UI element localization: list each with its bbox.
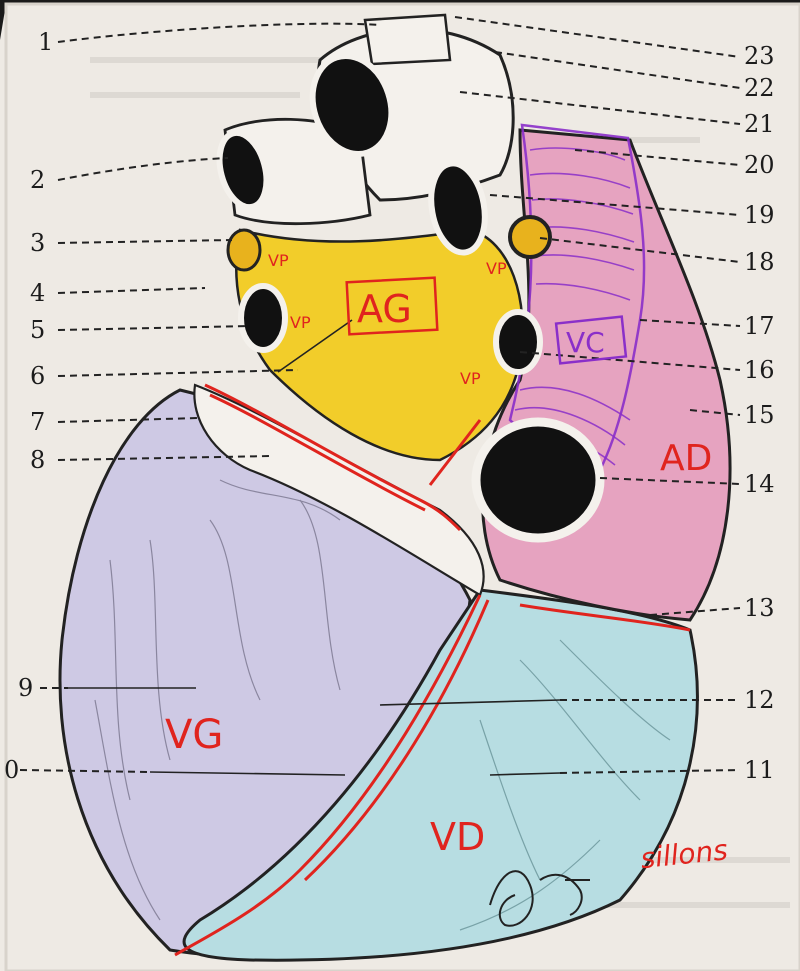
annotation-pulmonary-vein-2: VP bbox=[290, 313, 311, 332]
pulmonary-vein-lower-right bbox=[496, 312, 540, 372]
label-21: 21 bbox=[744, 110, 775, 138]
pulmonary-vein-upper-right bbox=[510, 217, 550, 257]
label-6: 6 bbox=[30, 362, 45, 390]
label-13: 13 bbox=[744, 594, 775, 622]
annotation-pulmonary-vein-1: VP bbox=[268, 251, 289, 270]
annotation-left-ventricle: VG bbox=[165, 712, 223, 758]
label-17: 17 bbox=[744, 312, 775, 340]
label-11: 11 bbox=[744, 756, 775, 784]
annotation-left-atrium: AG bbox=[357, 287, 412, 331]
annotation-pulmonary-vein-4: VP bbox=[460, 369, 481, 388]
label-20: 20 bbox=[744, 151, 775, 179]
label-19: 19 bbox=[744, 201, 775, 229]
label-0: 0 bbox=[4, 756, 19, 784]
inferior-vena-cava-opening bbox=[476, 422, 600, 538]
annotation-pulmonary-vein-3: VP bbox=[486, 259, 507, 278]
annotation-right-atrium: AD bbox=[660, 438, 712, 479]
label-22: 22 bbox=[744, 74, 775, 102]
label-15: 15 bbox=[744, 401, 775, 429]
label-9: 9 bbox=[18, 674, 33, 702]
annotation-vena-cava: VC bbox=[566, 326, 605, 359]
label-18: 18 bbox=[744, 248, 775, 276]
label-7: 7 bbox=[30, 408, 45, 436]
label-16: 16 bbox=[744, 356, 775, 384]
label-1: 1 bbox=[38, 28, 53, 56]
label-2: 2 bbox=[30, 166, 45, 194]
label-8: 8 bbox=[30, 446, 45, 474]
label-4: 4 bbox=[30, 279, 45, 307]
label-14: 14 bbox=[744, 470, 775, 498]
label-23: 23 bbox=[744, 42, 775, 70]
label-5: 5 bbox=[30, 316, 45, 344]
label-12: 12 bbox=[744, 686, 775, 714]
annotation-right-ventricle: VD bbox=[430, 815, 485, 859]
brachiocephalic-trunk bbox=[365, 15, 450, 64]
pulmonary-vein-upper-left bbox=[228, 230, 260, 270]
pulmonary-vein-lower-left bbox=[241, 286, 285, 350]
label-3: 3 bbox=[30, 229, 45, 257]
